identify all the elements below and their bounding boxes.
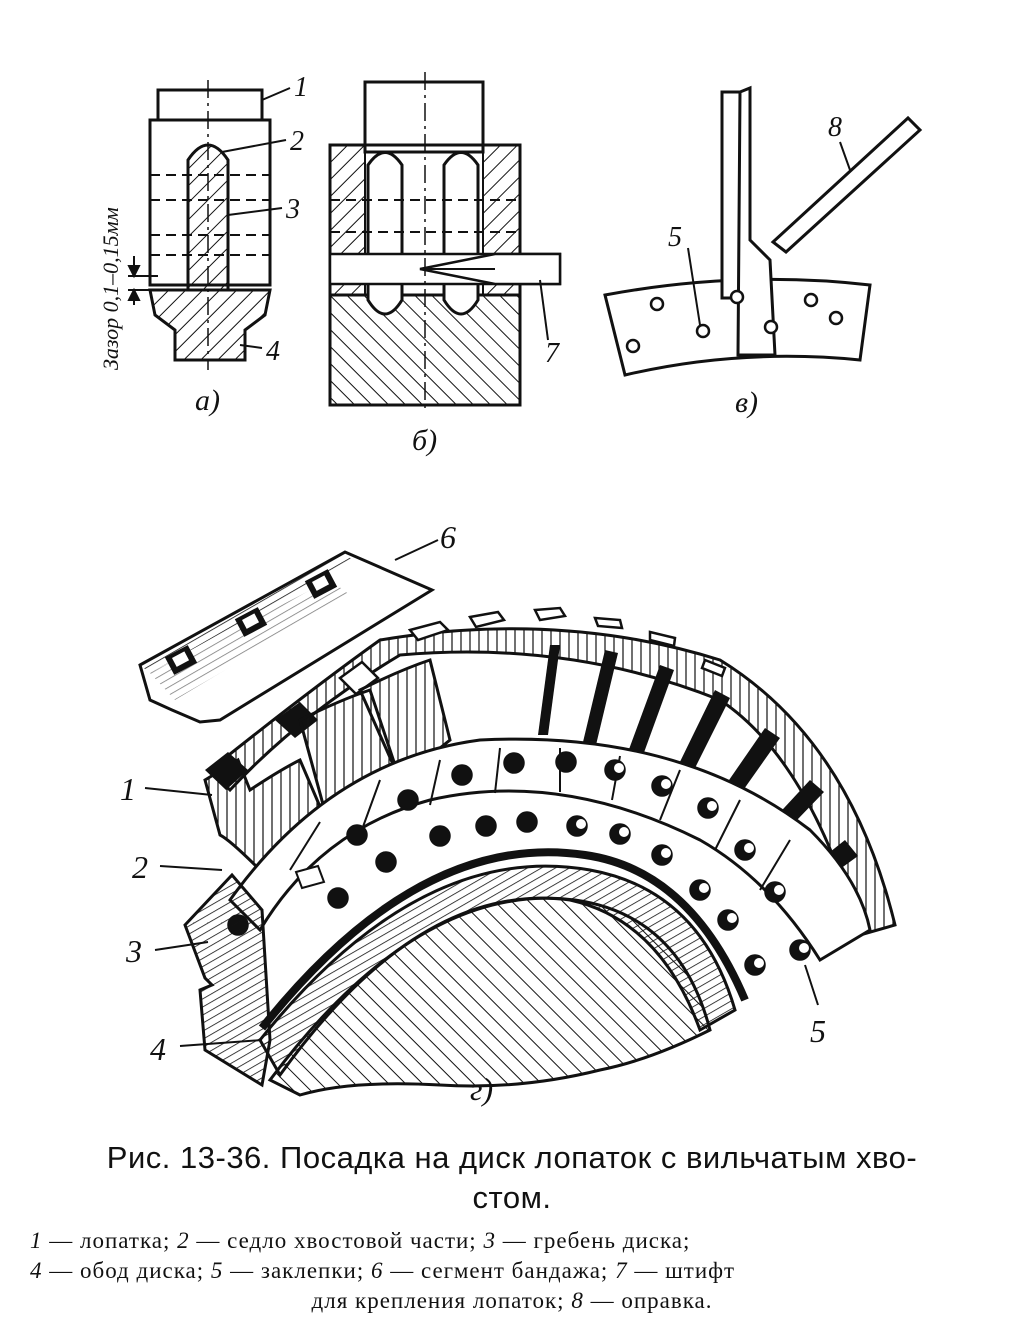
legend-n7: 7 — [615, 1258, 628, 1283]
label-g-3: 3 — [125, 933, 142, 969]
legend-n5: 5 — [210, 1258, 224, 1283]
legend-n8: 8 — [571, 1288, 584, 1313]
legend-t1: — лопатка; — [42, 1228, 178, 1253]
legend-t8: — оправка. — [583, 1288, 713, 1313]
legend-line-3: для крепления лопаток; 8 — оправка. — [30, 1286, 994, 1316]
label-a-3: 3 — [285, 194, 300, 225]
figure-legend: 1 — лопатка; 2 — седло хвостовой части; … — [30, 1226, 994, 1316]
label-g-5: 5 — [810, 1013, 826, 1049]
legend-t4: — обод диска; — [42, 1258, 211, 1283]
legend-n4: 4 — [30, 1258, 43, 1283]
view-a: 1 2 3 4 Зазор 0,1–0,15мм а) — [98, 72, 308, 417]
label-c-5: 5 — [668, 222, 682, 253]
legend-n3: 3 — [483, 1228, 496, 1253]
sublabel-c: в) — [735, 386, 758, 419]
label-gap: Зазор 0,1–0,15мм — [98, 207, 123, 370]
technical-figure: 1 2 3 4 Зазор 0,1–0,15мм а) 7 б) — [98, 72, 923, 1107]
sublabel-a: а) — [195, 384, 220, 417]
view-b: 7 б) — [328, 72, 562, 457]
sublabel-b: б) — [412, 424, 437, 457]
label-g-4: 4 — [150, 1031, 166, 1067]
legend-t8a: для крепления лопаток; — [311, 1288, 572, 1313]
label-g-1: 1 — [120, 771, 136, 807]
caption-number: Рис. 13-36. — [106, 1140, 271, 1175]
legend-t7: — штифт — [627, 1258, 736, 1283]
view-g: 6 1 2 3 4 5 г) — [120, 519, 897, 1107]
label-g-6: 6 — [440, 519, 456, 555]
label-a-1: 1 — [294, 72, 308, 103]
figure-caption: Рис. 13-36. Посадка на диск лопаток с ви… — [30, 1138, 994, 1218]
label-b-7: 7 — [545, 338, 560, 369]
label-g-2: 2 — [132, 849, 148, 885]
sublabel-g: г) — [470, 1071, 493, 1107]
label-a-2: 2 — [290, 126, 304, 157]
legend-n1: 1 — [30, 1228, 43, 1253]
legend-t2: — седло хвостовой части; — [189, 1228, 484, 1253]
legend-t6: — сегмент бандажа; — [383, 1258, 616, 1283]
legend-t3: — гребень диска; — [495, 1228, 691, 1253]
caption-title-line2: стом. — [472, 1180, 552, 1215]
legend-n2: 2 — [177, 1228, 190, 1253]
label-a-4: 4 — [266, 336, 280, 367]
label-c-8: 8 — [828, 112, 842, 143]
legend-line-2: 4 — обод диска; 5 — заклепки; 6 — сегмен… — [30, 1256, 994, 1286]
legend-n6: 6 — [370, 1258, 384, 1283]
legend-t5: — заклепки; — [223, 1258, 371, 1283]
legend-line-1: 1 — лопатка; 2 — седло хвостовой части; … — [30, 1226, 994, 1256]
caption-title-line1: Посадка на диск лопаток с вильчатым хво- — [280, 1140, 918, 1175]
view-c: 5 8 в) — [603, 85, 923, 419]
